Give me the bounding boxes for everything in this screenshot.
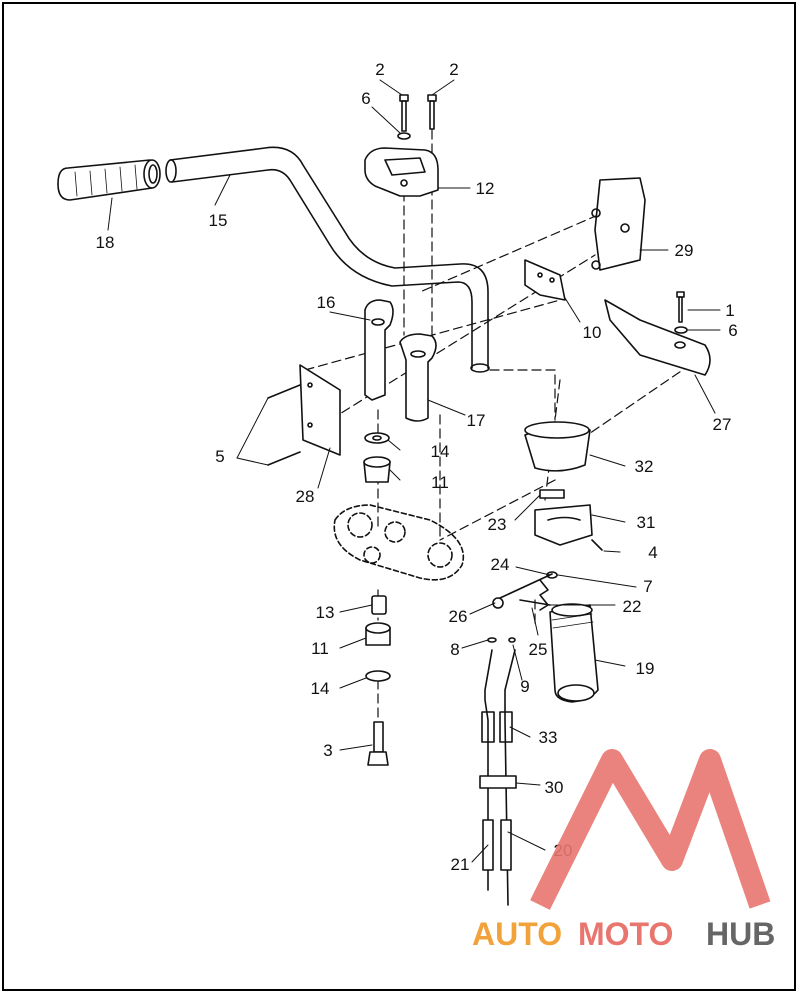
leader-lines <box>107 79 721 863</box>
callout-18: 18 <box>96 233 115 252</box>
callout-11: 11 <box>431 473 449 492</box>
callout-14: 14 <box>311 679 330 698</box>
callout-25: 25 <box>529 640 548 659</box>
callout-27: 27 <box>713 415 732 434</box>
throttle-cables <box>479 637 517 906</box>
callout-6: 6 <box>361 89 370 108</box>
callout-5: 5 <box>215 447 224 466</box>
bracket-28 <box>267 364 341 466</box>
callout-21: 21 <box>451 855 470 874</box>
callout-33: 33 <box>539 728 558 747</box>
callout-2: 2 <box>449 60 458 79</box>
callout-2: 2 <box>375 60 384 79</box>
riser-left <box>364 299 394 401</box>
callout-13: 13 <box>316 603 335 622</box>
left-grip <box>57 159 161 201</box>
callout-22: 22 <box>623 597 642 616</box>
callout-28: 28 <box>296 487 315 506</box>
switch-housing-upper <box>524 421 591 472</box>
callout-19: 19 <box>636 659 655 678</box>
callout-4: 4 <box>648 543 657 562</box>
callout-8: 8 <box>450 640 459 659</box>
throttle-grip <box>549 603 599 703</box>
watermark-auto: AUTO <box>472 916 562 952</box>
upper-clamp <box>364 147 439 197</box>
callout-30: 30 <box>545 778 564 797</box>
watermark-logo-icon <box>530 749 771 910</box>
upper-bushings <box>363 432 391 483</box>
callout-11: 11 <box>311 639 329 658</box>
callout-1: 1 <box>725 301 734 320</box>
callout-14: 14 <box>431 442 450 461</box>
callout-23: 23 <box>488 515 507 534</box>
callout-9: 9 <box>520 677 529 696</box>
bracket-27 <box>604 291 711 376</box>
watermark-hub: HUB <box>706 916 775 952</box>
bracket-10 <box>524 259 566 301</box>
callout-16: 16 <box>317 293 336 312</box>
assembly-guide-lines <box>304 129 691 721</box>
automotohub-watermark: AUTO MOTO HUB <box>472 749 775 952</box>
callout-numbers: 2 2 6 12 15 18 16 17 14 11 5 28 10 29 1 … <box>96 60 738 874</box>
triple-clamp <box>333 504 464 581</box>
callout-24: 24 <box>491 555 510 574</box>
friction-assembly <box>492 571 558 611</box>
callout-10: 10 <box>583 323 602 342</box>
callout-15: 15 <box>209 211 228 230</box>
callout-32: 32 <box>635 457 654 476</box>
clamp-bolts <box>397 94 437 140</box>
callout-26: 26 <box>449 607 468 626</box>
watermark-moto: MOTO <box>578 916 673 952</box>
callout-31: 31 <box>637 513 656 532</box>
callout-3: 3 <box>323 741 332 760</box>
switch-housing-lower <box>534 489 603 551</box>
riser-right <box>399 333 437 422</box>
bracket-29 <box>591 177 646 271</box>
handlebar <box>165 146 490 373</box>
callout-29: 29 <box>675 241 694 260</box>
callout-12: 12 <box>476 179 495 198</box>
callout-6: 6 <box>728 321 737 340</box>
lower-hardware <box>365 595 391 766</box>
callout-7: 7 <box>643 577 652 596</box>
callout-17: 17 <box>467 411 486 430</box>
watermark-wordmark: AUTO MOTO HUB <box>472 916 775 952</box>
